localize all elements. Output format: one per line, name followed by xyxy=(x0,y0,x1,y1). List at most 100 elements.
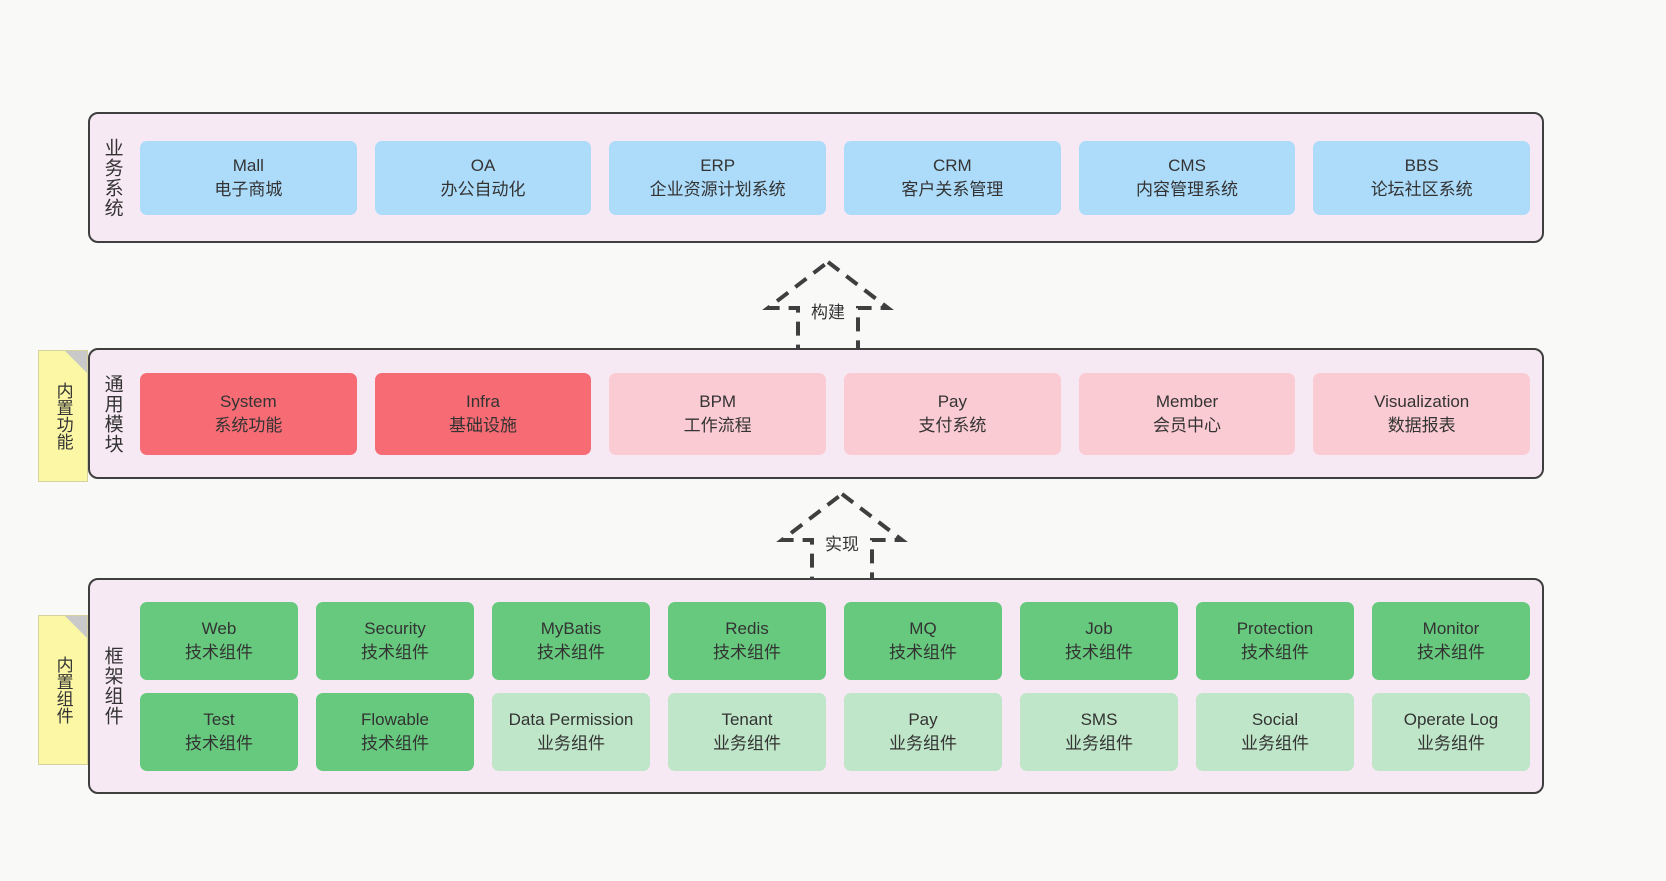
framework-mixed-row: Test 技术组件 Flowable 技术组件 Data Permission … xyxy=(140,692,1530,771)
card-crm[interactable]: CRM 客户关系管理 xyxy=(844,140,1061,215)
card-title-en: Protection xyxy=(1236,619,1314,639)
card-title-en: SMS xyxy=(1080,710,1118,730)
layer-body-framework: Web 技术组件 Security 技术组件 MyBatis 技术组件 Redi… xyxy=(134,580,1542,792)
connector-implement-label: 实现 xyxy=(822,530,862,555)
card-title-en: Operate Log xyxy=(1403,710,1499,730)
card-title-cn: 业务组件 xyxy=(1065,733,1133,753)
card-sms[interactable]: SMS 业务组件 xyxy=(1020,692,1178,771)
card-title-en: Pay xyxy=(937,392,967,412)
connector-build: 构建 xyxy=(748,258,908,358)
card-visualization[interactable]: Visualization 数据报表 xyxy=(1313,372,1531,455)
business-card-row: Mall 电子商城 OA 办公自动化 ERP 企业资源计划系统 CRM 客户关系… xyxy=(140,140,1531,215)
card-title-cn: 业务组件 xyxy=(537,733,605,753)
card-web[interactable]: Web 技术组件 xyxy=(140,601,298,680)
card-operate-log[interactable]: Operate Log 业务组件 xyxy=(1372,692,1530,771)
card-title-en: BBS xyxy=(1404,156,1439,176)
card-title-en: Flowable xyxy=(360,710,430,730)
card-title-en: Pay xyxy=(908,710,938,730)
layer-business-systems: 业务系统 Mall 电子商城 OA 办公自动化 ERP 企业资源计划系统 CRM… xyxy=(88,112,1544,243)
card-title-en: Web xyxy=(201,619,237,639)
card-title-en: OA xyxy=(470,156,496,176)
note-fold-corner-icon xyxy=(65,616,87,638)
card-monitor[interactable]: Monitor 技术组件 xyxy=(1372,601,1530,680)
card-title-en: Member xyxy=(1155,392,1219,412)
card-data-permission[interactable]: Data Permission 业务组件 xyxy=(492,692,650,771)
card-pay-component[interactable]: Pay 业务组件 xyxy=(844,692,1002,771)
card-title-en: Tenant xyxy=(721,710,773,730)
card-title-cn: 数据报表 xyxy=(1387,415,1456,435)
card-protection[interactable]: Protection 技术组件 xyxy=(1196,601,1354,680)
card-title-en: MyBatis xyxy=(540,619,602,639)
card-title-en: Job xyxy=(1085,619,1113,639)
connector-implement: 实现 xyxy=(762,490,922,590)
layer-framework-components: 框架组件 Web 技术组件 Security 技术组件 MyBatis 技术组件… xyxy=(88,578,1544,794)
card-bbs[interactable]: BBS 论坛社区系统 xyxy=(1313,140,1531,215)
card-title-cn: 工作流程 xyxy=(683,415,752,435)
framework-tech-row: Web 技术组件 Security 技术组件 MyBatis 技术组件 Redi… xyxy=(140,601,1530,680)
card-title-cn: 论坛社区系统 xyxy=(1370,179,1473,199)
card-job[interactable]: Job 技术组件 xyxy=(1020,601,1178,680)
layer-body-common: System 系统功能 Infra 基础设施 BPM 工作流程 Pay 支付系统… xyxy=(134,350,1542,477)
card-title-en: Data Permission xyxy=(508,710,634,730)
card-title-en: CRM xyxy=(932,156,972,176)
connector-implement-graphic xyxy=(776,491,908,588)
card-title-cn: 技术组件 xyxy=(361,642,429,662)
card-infra[interactable]: Infra 基础设施 xyxy=(374,372,592,455)
card-erp[interactable]: ERP 企业资源计划系统 xyxy=(609,140,827,215)
card-test[interactable]: Test 技术组件 xyxy=(140,692,298,771)
card-title-cn: 支付系统 xyxy=(918,415,987,435)
card-title-cn: 业务组件 xyxy=(889,733,957,753)
card-title-cn: 技术组件 xyxy=(889,642,957,662)
card-title-cn: 基础设施 xyxy=(449,415,517,435)
card-title-cn: 技术组件 xyxy=(185,642,253,662)
card-redis[interactable]: Redis 技术组件 xyxy=(668,601,826,680)
card-oa[interactable]: OA 办公自动化 xyxy=(374,140,592,215)
layer-label-common: 通用模块 xyxy=(101,373,123,454)
card-mq[interactable]: MQ 技术组件 xyxy=(844,601,1002,680)
card-title-cn: 技术组件 xyxy=(1065,642,1133,662)
card-system[interactable]: System 系统功能 xyxy=(140,372,357,455)
card-title-en: Test xyxy=(203,710,235,730)
card-title-cn: 技术组件 xyxy=(713,642,781,662)
connector-build-label: 构建 xyxy=(808,298,848,323)
card-title-en: ERP xyxy=(700,156,736,176)
layer-label-framework: 框架组件 xyxy=(101,646,123,726)
card-title-en: Redis xyxy=(725,619,769,639)
connector-build-graphic xyxy=(762,259,894,356)
card-title-cn: 技术组件 xyxy=(185,733,253,753)
note-builtin-component-label: 内置组件 xyxy=(53,656,73,724)
card-title-cn: 系统功能 xyxy=(214,415,283,435)
layer-label-business: 业务系统 xyxy=(101,137,123,218)
card-title-cn: 技术组件 xyxy=(361,733,429,753)
card-title-cn: 技术组件 xyxy=(1241,642,1309,662)
card-member[interactable]: Member 会员中心 xyxy=(1078,372,1296,455)
card-title-cn: 客户关系管理 xyxy=(901,179,1004,199)
card-tenant[interactable]: Tenant 业务组件 xyxy=(668,692,826,771)
card-title-cn: 业务组件 xyxy=(713,733,781,753)
card-title-cn: 企业资源计划系统 xyxy=(649,179,786,199)
card-security[interactable]: Security 技术组件 xyxy=(316,601,474,680)
card-pay-module[interactable]: Pay 支付系统 xyxy=(844,372,1061,455)
card-title-en: Monitor xyxy=(1422,619,1480,639)
card-title-cn: 业务组件 xyxy=(1241,733,1309,753)
layer-body-business: Mall 电子商城 OA 办公自动化 ERP 企业资源计划系统 CRM 客户关系… xyxy=(134,114,1542,241)
card-title-en: System xyxy=(219,392,277,412)
note-builtin-function-label: 内置功能 xyxy=(53,382,73,450)
card-title-en: Infra xyxy=(465,392,501,412)
card-title-en: Social xyxy=(1251,710,1299,730)
note-builtin-component: 内置组件 xyxy=(38,615,88,765)
card-title-cn: 技术组件 xyxy=(1417,642,1485,662)
card-title-cn: 内容管理系统 xyxy=(1136,179,1239,199)
card-mybatis[interactable]: MyBatis 技术组件 xyxy=(492,601,650,680)
card-title-cn: 会员中心 xyxy=(1153,415,1222,435)
card-cms[interactable]: CMS 内容管理系统 xyxy=(1078,140,1296,215)
card-bpm[interactable]: BPM 工作流程 xyxy=(609,372,827,455)
card-mall[interactable]: Mall 电子商城 xyxy=(140,140,357,215)
card-title-cn: 电子商城 xyxy=(214,179,283,199)
card-social[interactable]: Social 业务组件 xyxy=(1196,692,1354,771)
card-title-en: Security xyxy=(364,619,426,639)
card-title-en: CMS xyxy=(1168,156,1206,176)
note-fold-corner-icon xyxy=(65,351,87,373)
card-flowable[interactable]: Flowable 技术组件 xyxy=(316,692,474,771)
